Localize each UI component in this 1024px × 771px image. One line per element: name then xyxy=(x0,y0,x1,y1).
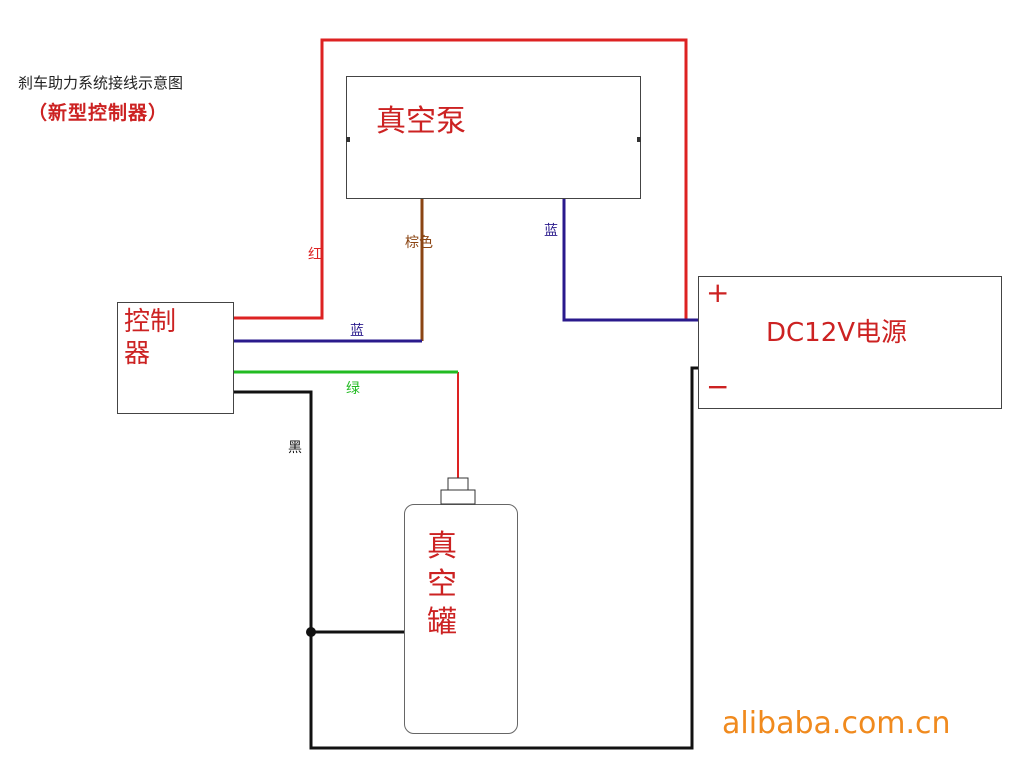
black-junction xyxy=(306,627,316,637)
controller-box xyxy=(117,302,234,414)
diagram-title: 刹车助力系统接线示意图 xyxy=(18,74,184,92)
pump-terminal-right xyxy=(637,137,641,142)
blue-pump-wire-label: 蓝 xyxy=(544,223,558,239)
power-supply-box xyxy=(698,276,1002,409)
negative-terminal-label: − xyxy=(706,370,730,403)
diagram-subtitle: （新型控制器） xyxy=(28,102,169,124)
red-wire-label: 红 xyxy=(308,247,322,263)
blue-wire-pump xyxy=(562,199,698,322)
positive-terminal-label: + xyxy=(706,276,730,309)
tank-nozzle-base xyxy=(440,489,476,505)
black-wire xyxy=(234,366,698,750)
red-wire xyxy=(234,38,698,322)
brown-wire-label: 棕色 xyxy=(405,235,433,251)
green-wire-label: 绿 xyxy=(346,381,360,397)
vacuum-tank-label: 真空罐 xyxy=(427,529,457,640)
pump-terminal-left xyxy=(346,137,350,142)
watermark-text: alibaba.com.cn xyxy=(722,706,951,741)
black-wire-label: 黑 xyxy=(288,440,302,456)
vacuum-tank-box xyxy=(404,504,518,734)
blue-controller-wire-label: 蓝 xyxy=(350,323,364,339)
tank-nozzle xyxy=(447,477,469,491)
controller-label: 控制器 xyxy=(124,307,177,369)
vacuum-pump-label: 真空泵 xyxy=(376,104,466,139)
vacuum-pump-box xyxy=(346,76,641,199)
power-supply-label: DC12V电源 xyxy=(766,318,908,348)
